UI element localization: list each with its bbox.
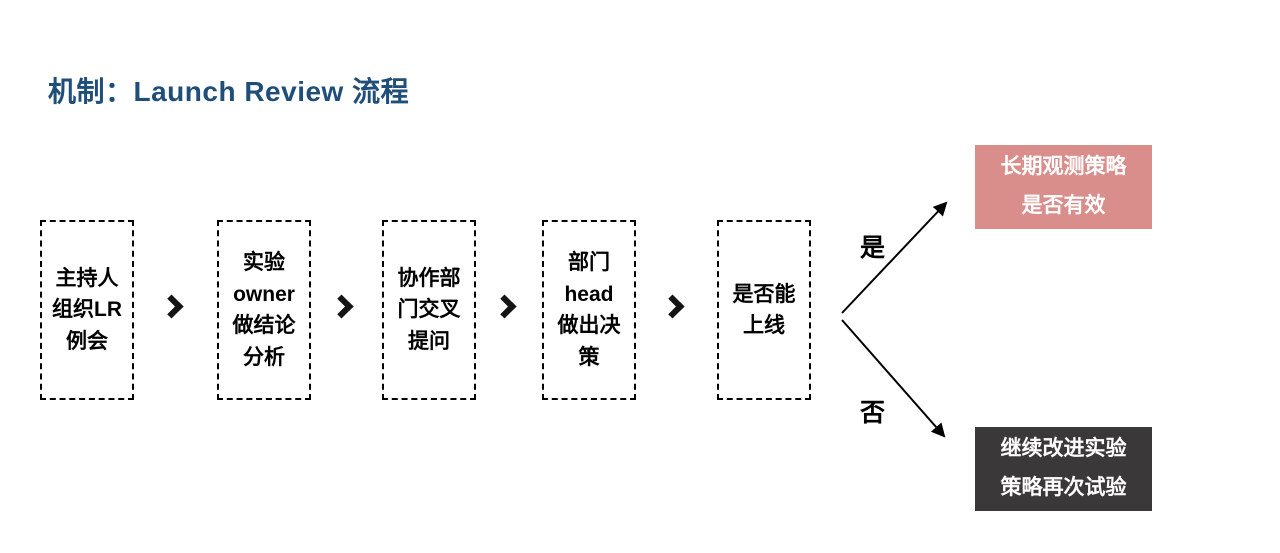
page-title: 机制：Launch Review 流程 (48, 76, 410, 107)
arrow-yes (841, 201, 948, 314)
chevron-right-icon (660, 294, 685, 319)
chevron-right-icon (492, 294, 517, 319)
chevron-right-icon (329, 294, 354, 319)
flow-step-label: 协作部 门交叉 提问 (397, 266, 461, 353)
branch-yes-label: 是 (860, 234, 886, 262)
outcome-no-label: 继续改进实验 策略再次试验 (1000, 437, 1127, 499)
flow-step-label: 主持人 组织LR 例会 (52, 266, 122, 353)
flow-step-label: 是否能 上线 (732, 282, 796, 338)
flow-step-label: 实验 owner 做结论 分析 (232, 251, 296, 369)
flow-step-host-lr-meeting: 主持人 组织LR 例会 (40, 220, 134, 400)
outcome-yes-label: 长期观测策略 是否有效 (1000, 155, 1127, 217)
arrow-no (841, 319, 946, 438)
chevron-right-icon (159, 294, 184, 319)
outcome-yes-box: 长期观测策略 是否有效 (975, 145, 1152, 229)
outcome-no-box: 继续改进实验 策略再次试验 (975, 427, 1152, 511)
flow-step-owner-conclusion-analysis: 实验 owner 做结论 分析 (217, 220, 311, 400)
flow-step-can-launch: 是否能 上线 (717, 220, 811, 400)
branch-no-label: 否 (860, 399, 886, 427)
flow-step-cross-department-questions: 协作部 门交叉 提问 (382, 220, 476, 400)
flow-step-label: 部门 head 做出决 策 (557, 251, 621, 369)
flow-step-dept-head-decision: 部门 head 做出决 策 (542, 220, 636, 400)
